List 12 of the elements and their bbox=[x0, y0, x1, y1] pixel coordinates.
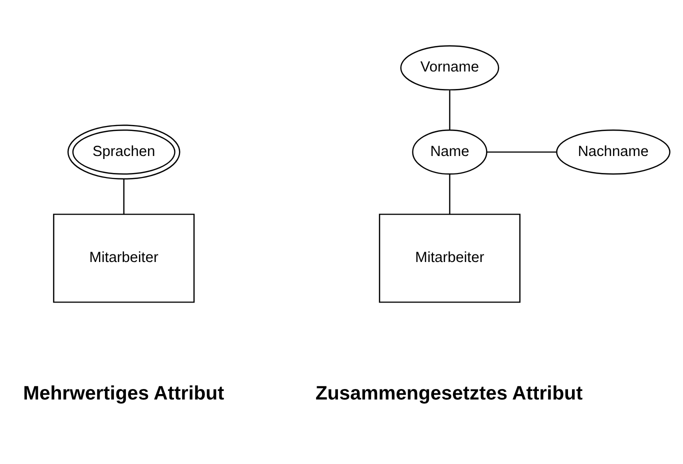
node-ellipse: Sprachen bbox=[67, 124, 180, 180]
node-ellipse: Name bbox=[412, 129, 488, 175]
label: Mehrwertiges Attribut bbox=[23, 382, 224, 405]
node-ellipse: Nachname bbox=[556, 129, 670, 175]
node-box: Mitarbeiter bbox=[378, 214, 520, 303]
connector bbox=[486, 151, 556, 153]
label: Zusammengesetztes Attribut bbox=[315, 382, 583, 405]
connector bbox=[123, 179, 124, 214]
node-ellipse: Vorname bbox=[400, 45, 500, 90]
node-box: Mitarbeiter bbox=[53, 214, 195, 303]
connector bbox=[449, 174, 450, 214]
connector bbox=[449, 90, 450, 130]
